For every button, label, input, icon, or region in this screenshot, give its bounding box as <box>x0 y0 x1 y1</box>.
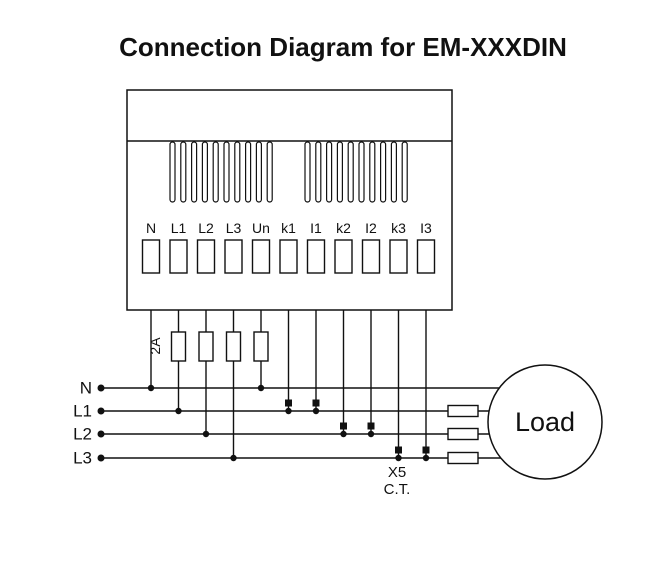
bus-label-l1: L1 <box>73 402 92 421</box>
bus-label-l2: L2 <box>73 425 92 444</box>
load-label: Load <box>515 407 575 437</box>
bus-endpoints <box>97 384 105 462</box>
terminal-label-i3: I3 <box>420 220 432 236</box>
ct-marker-i1 <box>312 399 320 407</box>
terminal-square-i1 <box>306 239 326 274</box>
junction-dot <box>422 454 430 462</box>
vent-slot <box>266 141 273 203</box>
junction-dot <box>340 430 347 438</box>
terminal-label-l3: L3 <box>226 220 242 236</box>
diagram-title: Connection Diagram for EM-XXXDIN <box>119 32 567 62</box>
terminal-square-n <box>141 239 161 274</box>
terminal-label-i2: I2 <box>365 220 377 236</box>
bus-endpoint-dot-l1 <box>97 407 105 415</box>
current-transformers: X5 C.T. <box>285 399 430 498</box>
bus-labels: N L1 L2 L3 <box>73 379 92 468</box>
terminal-square-i2 <box>361 239 381 274</box>
terminal-square-k1 <box>279 239 298 274</box>
vent-slot <box>380 141 387 203</box>
vent-slot <box>304 141 311 203</box>
junction-dot <box>395 454 402 462</box>
vent-slot <box>390 141 397 203</box>
ct-marker-k1 <box>285 399 292 407</box>
vent-slot <box>401 141 408 203</box>
junction-dots <box>147 384 430 462</box>
load-fuses <box>447 404 479 465</box>
bus-lines <box>101 387 501 459</box>
ct-marker-k3 <box>395 446 402 454</box>
vent-slot <box>358 141 365 203</box>
terminal-label-un: Un <box>252 220 270 236</box>
vent-slot <box>169 141 176 203</box>
junction-dot <box>175 407 182 415</box>
ct-marker-i3 <box>422 446 430 454</box>
junction-dot <box>312 407 320 415</box>
vent-slot <box>347 141 354 203</box>
vent-slot <box>191 141 198 203</box>
vent-slot <box>223 141 230 203</box>
terminal-label-k2: k2 <box>336 220 351 236</box>
fuse-un <box>253 331 269 362</box>
voltage-fuses: 2A <box>147 331 269 362</box>
terminal-label-i1: I1 <box>310 220 322 236</box>
bus-endpoint-dot-l2 <box>97 430 105 438</box>
bus-label-l3: L3 <box>73 449 92 468</box>
bus-endpoint-dot-n <box>97 384 105 392</box>
junction-dot <box>230 454 237 462</box>
terminal-label-l1: L1 <box>171 220 187 236</box>
terminal-square-i3 <box>416 239 436 274</box>
vent-slot <box>245 141 252 203</box>
terminal-blocks <box>141 239 436 274</box>
junction-dot <box>147 384 155 392</box>
terminal-label-n: N <box>146 220 156 236</box>
junction-dot <box>257 384 265 392</box>
terminal-square-k3 <box>389 239 408 274</box>
vent-slots-left <box>169 141 273 203</box>
terminal-labels: N L1 L2 L3 Un k1 I1 k2 I2 k3 I3 <box>146 220 432 236</box>
load: Load <box>487 364 603 480</box>
meter-device: N L1 L2 L3 Un k1 I1 k2 I2 k3 I3 <box>126 89 453 311</box>
vent-slot <box>201 141 208 203</box>
terminal-label-k3: k3 <box>391 220 406 236</box>
ct-label-ct: C.T. <box>384 481 411 498</box>
load-fuse-l2 <box>447 427 479 441</box>
terminal-square-un <box>251 239 271 274</box>
junction-dot <box>367 430 375 438</box>
junction-dot <box>202 430 210 438</box>
vent-slot <box>180 141 187 203</box>
fuse-l3 <box>225 331 242 362</box>
bus-label-n: N <box>80 379 92 398</box>
load-circle <box>487 364 603 480</box>
terminal-label-k1: k1 <box>281 220 296 236</box>
load-fuse-l1 <box>447 404 479 418</box>
vent-slot <box>336 141 343 203</box>
vent-slot <box>326 141 333 203</box>
fuse-l2 <box>198 331 214 362</box>
ct-marker-k2 <box>340 422 347 430</box>
terminal-square-l2 <box>196 239 216 274</box>
terminal-wires <box>150 310 427 458</box>
terminal-square-l1 <box>169 239 188 274</box>
vent-slot <box>315 141 322 203</box>
terminal-label-l2: L2 <box>198 220 214 236</box>
ct-label-x5: X5 <box>388 464 406 481</box>
vent-slots-right <box>304 141 408 203</box>
fuse-l1 <box>170 331 187 362</box>
terminal-square-k2 <box>334 239 353 274</box>
bus-endpoint-dot-l3 <box>97 454 105 462</box>
ct-marker-i2 <box>367 422 375 430</box>
vent-slot <box>255 141 262 203</box>
vent-slot <box>369 141 376 203</box>
junction-dot <box>285 407 292 415</box>
terminal-square-l3 <box>224 239 243 274</box>
vent-slot <box>212 141 219 203</box>
load-fuse-l3 <box>447 451 479 465</box>
vent-slot <box>234 141 241 203</box>
fuse-rating-label: 2A <box>147 337 163 355</box>
